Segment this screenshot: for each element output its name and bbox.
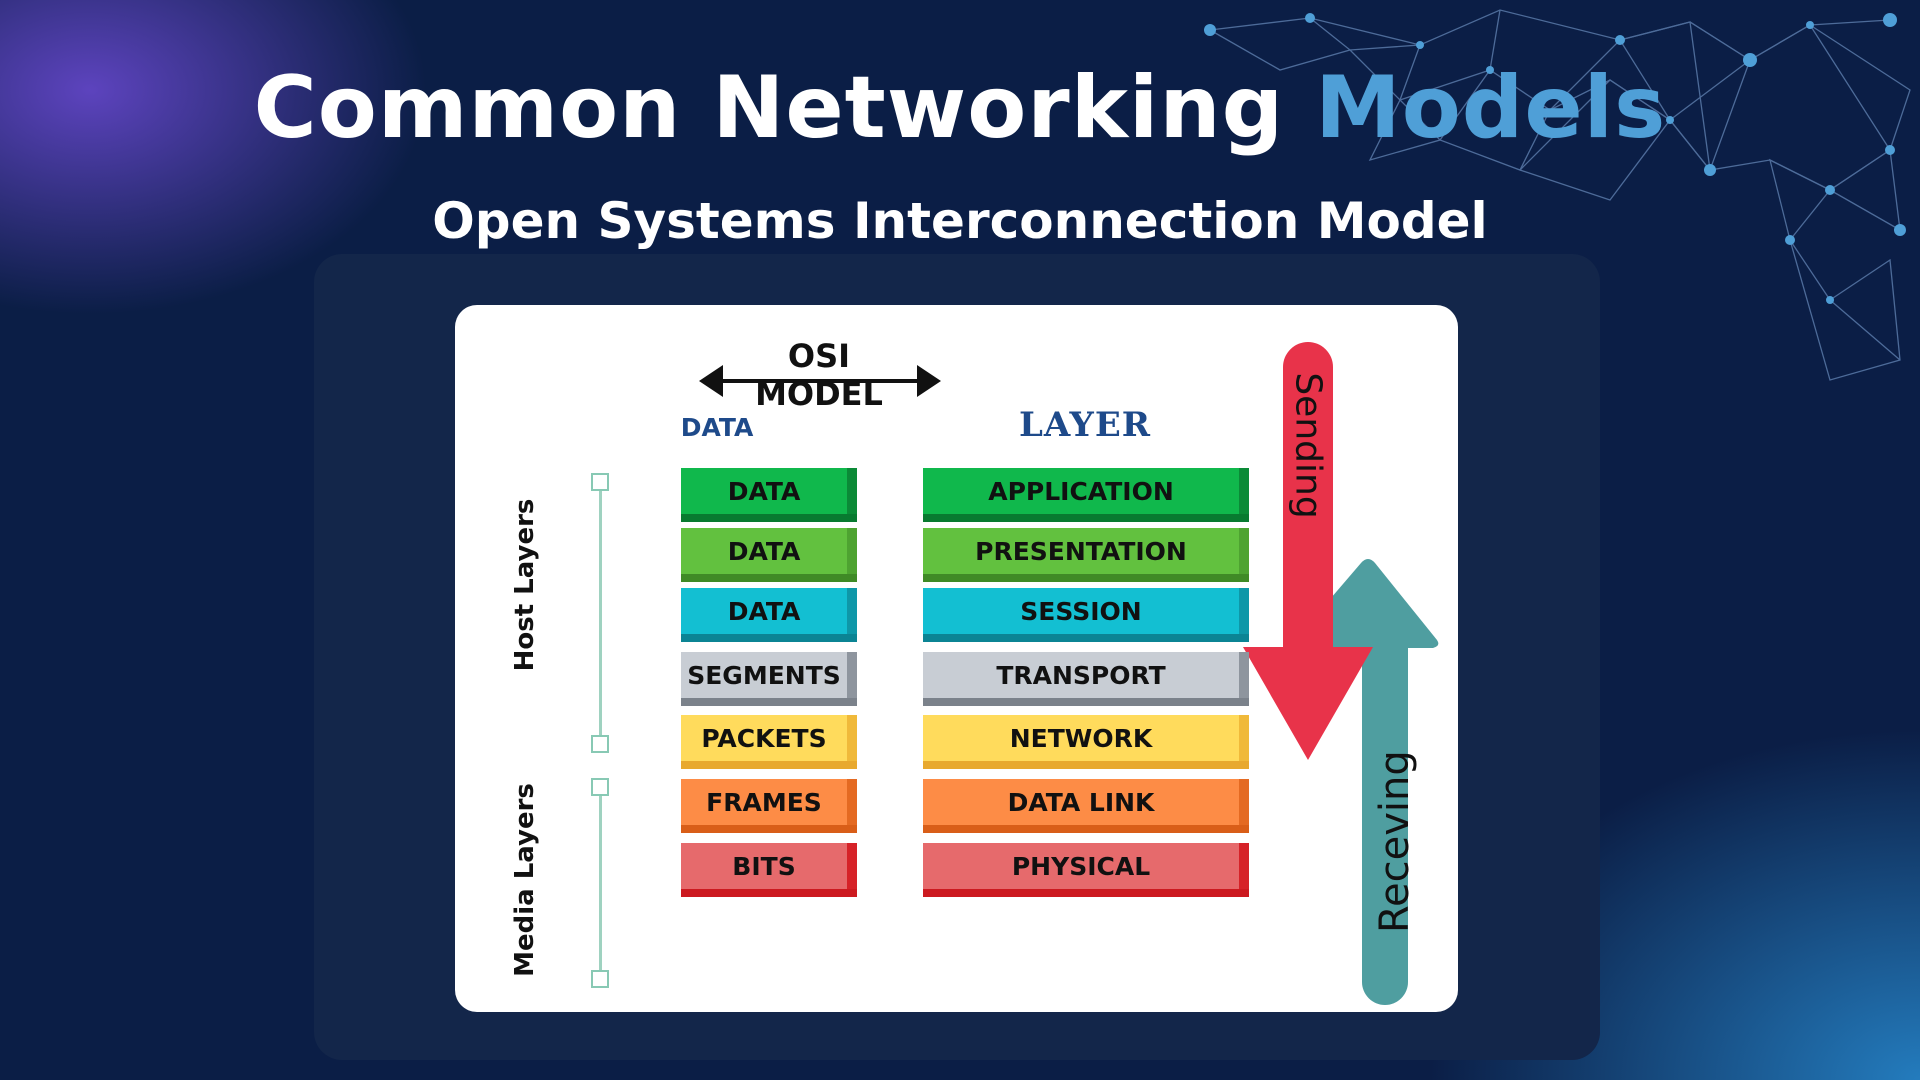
block-side (847, 843, 857, 889)
host-layers-bracket-line (599, 482, 602, 742)
sending-label: Sending (1287, 372, 1329, 519)
block-side (1239, 528, 1249, 574)
data-unit-block: DATA (681, 588, 857, 642)
osi-layer-block: APPLICATION (923, 468, 1249, 522)
media-layers-bracket-line (599, 787, 602, 987)
data-unit-block: FRAMES (681, 779, 857, 833)
block-side (1239, 468, 1249, 514)
data-unit-block-label: DATA (727, 476, 801, 506)
block-bottom (923, 825, 1249, 833)
block-face (681, 652, 847, 698)
block-face (923, 528, 1239, 574)
data-unit-block: DATA (681, 468, 857, 522)
block-bottom (923, 761, 1249, 769)
block-face (923, 843, 1239, 889)
network-decoration (1204, 9, 1911, 381)
host-layers-label: Host Layers (510, 498, 540, 672)
block-bottom (681, 889, 857, 897)
data-unit-block-label: PACKETS (701, 723, 827, 753)
osi-diagram-card: OSI MODEL DATA LAYER Host Layers Media L… (455, 305, 1458, 1012)
osi-layer-block: SESSION (923, 588, 1249, 642)
block-bottom (681, 574, 857, 582)
block-side (1239, 843, 1249, 889)
block-bottom (681, 761, 857, 769)
block-bottom (923, 574, 1249, 582)
block-bottom (923, 889, 1249, 897)
osi-layer-block-label: NETWORK (1009, 723, 1153, 753)
block-face (681, 468, 847, 514)
block-side (847, 779, 857, 825)
data-unit-block: DATA (681, 528, 857, 582)
block-bottom (681, 825, 857, 833)
data-unit-block: PACKETS (681, 715, 857, 769)
block-side (1239, 652, 1249, 698)
media-layers-label: Media Layers (510, 783, 540, 977)
media-layers-bracket-bottom (591, 970, 609, 988)
data-column-heading: DATA (680, 413, 754, 442)
block-bottom (681, 698, 857, 706)
data-unit-block-label: FRAMES (706, 787, 822, 817)
osi-layer-block: PRESENTATION (923, 528, 1249, 582)
data-unit-block-label: DATA (727, 596, 801, 626)
title-accent: Models (1315, 58, 1667, 158)
block-face (681, 843, 847, 889)
block-side (847, 468, 857, 514)
block-face (923, 779, 1239, 825)
page-subtitle: Open Systems Interconnection Model (432, 192, 1488, 250)
osi-layer-block: TRANSPORT (923, 652, 1249, 706)
block-bottom (923, 634, 1249, 642)
block-side (1239, 779, 1249, 825)
block-side (847, 652, 857, 698)
block-face (923, 715, 1239, 761)
block-face (681, 588, 847, 634)
receiving-label: Receving (1372, 750, 1418, 933)
osi-layer-block: NETWORK (923, 715, 1249, 769)
block-side (1239, 588, 1249, 634)
block-face (681, 715, 847, 761)
osi-layer-block: PHYSICAL (923, 843, 1249, 897)
page-title: Common Networking Models (0, 58, 1920, 158)
block-side (847, 528, 857, 574)
block-bottom (681, 514, 857, 522)
data-unit-block-label: SEGMENTS (687, 660, 841, 690)
osi-layer-block: DATA LINK (923, 779, 1249, 833)
osi-double-arrow-icon (699, 365, 941, 397)
host-layers-bracket-bottom (591, 735, 609, 753)
block-bottom (923, 698, 1249, 706)
osi-layer-block-label: TRANSPORT (996, 660, 1166, 690)
title-main: Common Networking (253, 58, 1285, 158)
block-side (847, 715, 857, 761)
host-layers-bracket-top (591, 473, 609, 491)
osi-layer-block-label: DATA LINK (1007, 787, 1155, 817)
block-bottom (923, 514, 1249, 522)
diagram-arrows (699, 342, 1439, 1005)
data-unit-block-label: BITS (732, 851, 796, 881)
data-unit-block: BITS (681, 843, 857, 897)
block-face (681, 528, 847, 574)
data-unit-block-label: DATA (727, 536, 801, 566)
osi-layer-block-label: APPLICATION (988, 476, 1174, 506)
osi-layer-block-label: PRESENTATION (975, 536, 1187, 566)
sending-arrow-icon (1243, 342, 1373, 760)
block-side (847, 588, 857, 634)
block-side (1239, 715, 1249, 761)
osi-layer-block-label: PHYSICAL (1011, 851, 1151, 881)
block-face (923, 588, 1239, 634)
data-unit-block: SEGMENTS (681, 652, 857, 706)
layer-column-heading: LAYER (1018, 405, 1152, 445)
media-layers-bracket-top (591, 778, 609, 796)
block-face (923, 652, 1239, 698)
block-bottom (681, 634, 857, 642)
block-face (681, 779, 847, 825)
osi-model-heading: OSI MODEL (755, 337, 883, 413)
block-face (923, 468, 1239, 514)
osi-layer-block-label: SESSION (1020, 596, 1142, 626)
